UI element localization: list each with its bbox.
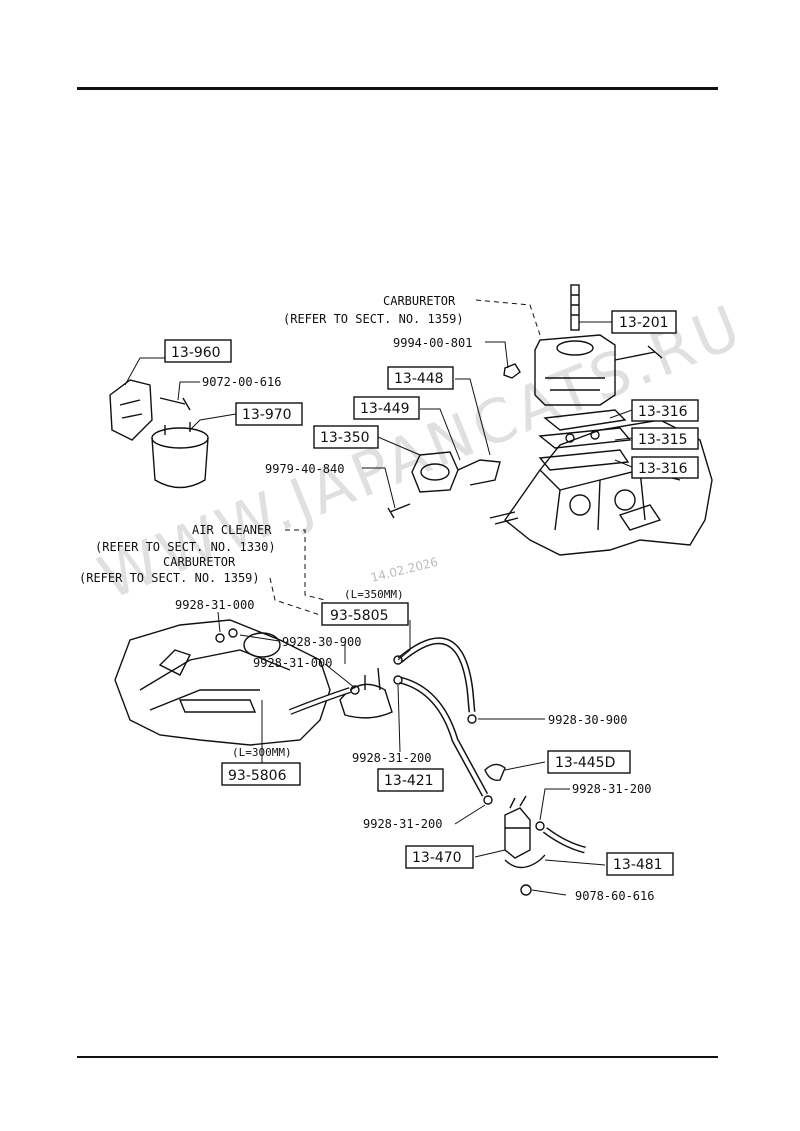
label-9078-60-616: 9078-60-616 <box>575 889 654 903</box>
label-9928-31-000-b: 9928-31-000 <box>253 656 332 670</box>
fuel-pump-lower <box>339 667 393 719</box>
box-13-316-b: 13-316 <box>631 456 699 479</box>
box-13-481: 13-481 <box>606 852 674 876</box>
canister-bolt <box>159 397 191 411</box>
label-air-cleaner: AIR CLEANER <box>192 523 272 537</box>
label-9928-31-200-c: 9928-31-200 <box>363 817 442 831</box>
canister-bracket <box>109 379 153 441</box>
filter-bracket <box>504 854 546 896</box>
bottom-rule <box>77 1056 718 1058</box>
box-13-201: 13-201 <box>611 310 677 334</box>
svg-text:13-448: 13-448 <box>394 371 444 387</box>
svg-text:93-5805: 93-5805 <box>330 608 389 624</box>
label-air-cleaner-ref: (REFER TO SECT. NO. 1330) <box>95 540 276 554</box>
svg-text:13-481: 13-481 <box>613 857 663 873</box>
clip-13-445d <box>484 763 506 781</box>
svg-text:13-960: 13-960 <box>171 345 221 361</box>
hose-13-421 <box>399 676 489 797</box>
fuel-pump <box>411 451 501 493</box>
svg-text:13-421: 13-421 <box>384 773 434 789</box>
label-carburetor-top-ref: (REFER TO SECT. NO. 1359) <box>283 312 464 326</box>
hose-13-481 <box>542 827 586 854</box>
watermark-date: 14.02.2026 <box>369 555 439 585</box>
label-9928-30-900-b: 9928-30-900 <box>548 713 627 727</box>
hose-93-5806 <box>288 687 351 715</box>
label-9072-00-616: 9072-00-616 <box>202 375 281 389</box>
engine-block <box>114 619 331 746</box>
svg-text:13-445D: 13-445D <box>555 755 615 771</box>
box-93-5806: 93-5806 <box>221 762 301 786</box>
box-13-421: 13-421 <box>377 768 444 792</box>
box-13-316-a: 13-316 <box>631 399 699 422</box>
label-carburetor-lower-ref: (REFER TO SECT. NO. 1359) <box>79 571 260 585</box>
svg-text:13-970: 13-970 <box>242 407 292 423</box>
svg-text:13-470: 13-470 <box>412 850 462 866</box>
carburetor-top <box>534 334 663 406</box>
leader-lines <box>124 299 633 896</box>
top-rule <box>77 87 718 90</box>
label-carburetor-lower: CARBURETOR <box>163 555 236 569</box>
svg-text:13-449: 13-449 <box>360 401 410 417</box>
insulator-plates <box>538 409 632 471</box>
svg-text:93-5806: 93-5806 <box>228 768 287 784</box>
label-9928-30-900-a: 9928-30-900 <box>282 635 361 649</box>
fuel-filter <box>504 795 531 859</box>
label-length-350: (L=350MM) <box>344 588 404 601</box>
charcoal-canister <box>151 422 209 489</box>
svg-text:13-316: 13-316 <box>638 461 688 477</box>
box-13-470: 13-470 <box>405 845 474 869</box>
label-9979-40-840: 9979-40-840 <box>265 462 344 476</box>
label-9928-31-000-a: 9928-31-000 <box>175 598 254 612</box>
box-13-315: 13-315 <box>631 427 699 450</box>
nut-9994 <box>503 363 521 379</box>
box-13-448: 13-448 <box>387 366 454 390</box>
box-13-350: 13-350 <box>313 425 379 449</box>
box-13-445d: 13-445D <box>547 750 631 774</box>
carb-stud <box>570 284 580 331</box>
box-13-449: 13-449 <box>353 396 420 420</box>
pump-bolt <box>387 503 411 519</box>
box-93-5805: 93-5805 <box>321 602 409 626</box>
box-13-970: 13-970 <box>235 402 303 426</box>
box-13-960: 13-960 <box>164 339 232 363</box>
svg-text:13-201: 13-201 <box>619 315 669 331</box>
label-9928-31-200-a: 9928-31-200 <box>352 751 431 765</box>
label-length-300: (L=300MM) <box>232 746 292 759</box>
air-cleaner-outline <box>243 632 281 658</box>
label-9994-00-801: 9994-00-801 <box>393 336 472 350</box>
svg-text:13-350: 13-350 <box>320 430 370 446</box>
svg-text:13-315: 13-315 <box>638 432 688 448</box>
clamp-fittings <box>215 628 545 831</box>
label-carburetor-top: CARBURETOR <box>383 294 456 308</box>
hose-93-5805 <box>397 637 476 713</box>
label-9928-31-200-b: 9928-31-200 <box>572 782 651 796</box>
svg-text:13-316: 13-316 <box>638 404 688 420</box>
